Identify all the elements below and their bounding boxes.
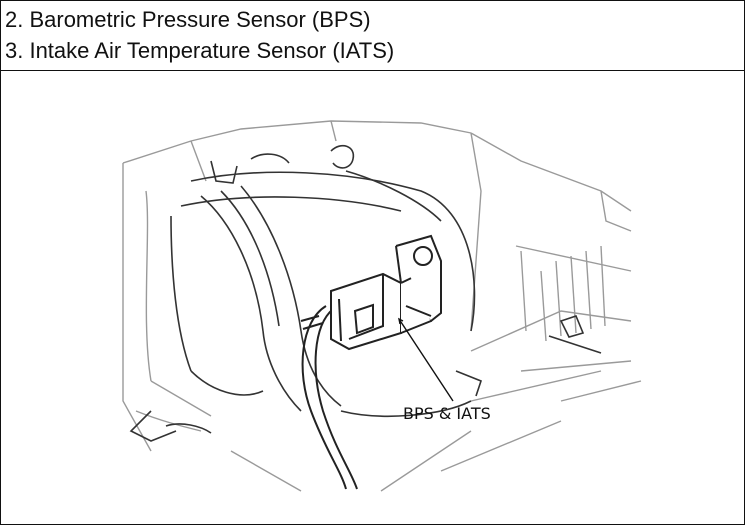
- engine-bay-background: [122, 120, 642, 492]
- sensor-line-drawing: BPS & IATS: [122, 120, 642, 492]
- sensor-illustration: BPS & IATS: [1, 71, 744, 524]
- wire-harness: [300, 305, 358, 490]
- caption-header: 2. Barometric Pressure Sensor (BPS) 3. I…: [1, 1, 744, 71]
- caption-line-iats: 3. Intake Air Temperature Sensor (IATS): [5, 38, 395, 63]
- caption-line-bps: 2. Barometric Pressure Sensor (BPS): [5, 7, 371, 32]
- callout-leader: [398, 317, 454, 402]
- callout-label-bps-iats: BPS & IATS: [403, 404, 491, 423]
- bps-iats-sensor: [330, 234, 442, 351]
